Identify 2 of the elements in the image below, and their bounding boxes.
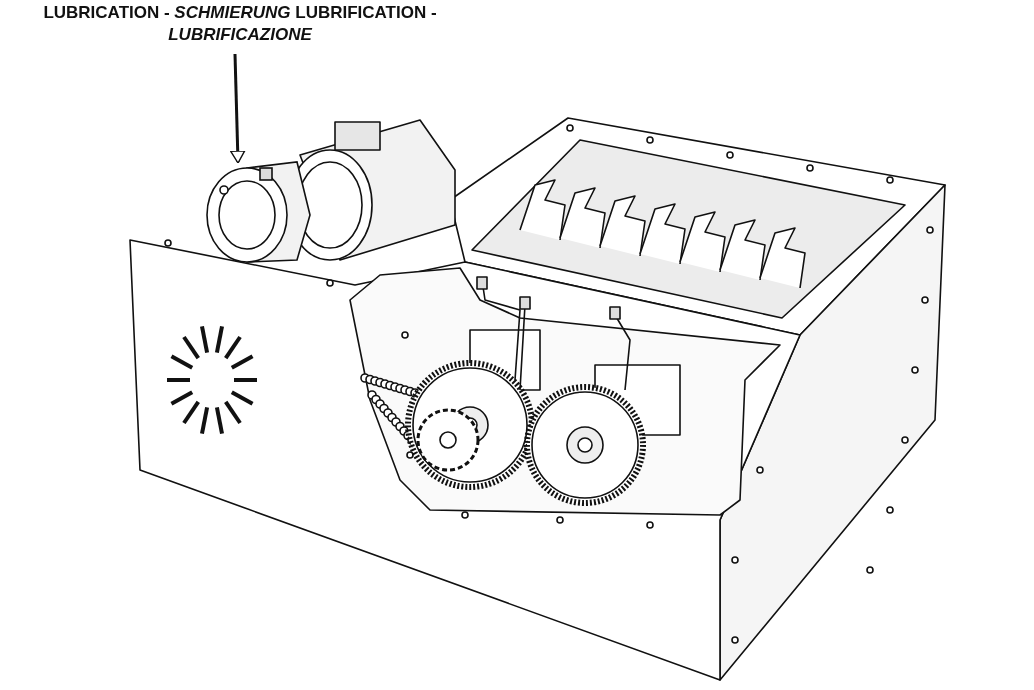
arrow bbox=[230, 53, 246, 164]
lubrication-label: LUBRICATION - SCHMIERUNG LUBRIFICATION - LUBRIFICAZIONE bbox=[40, 2, 440, 46]
